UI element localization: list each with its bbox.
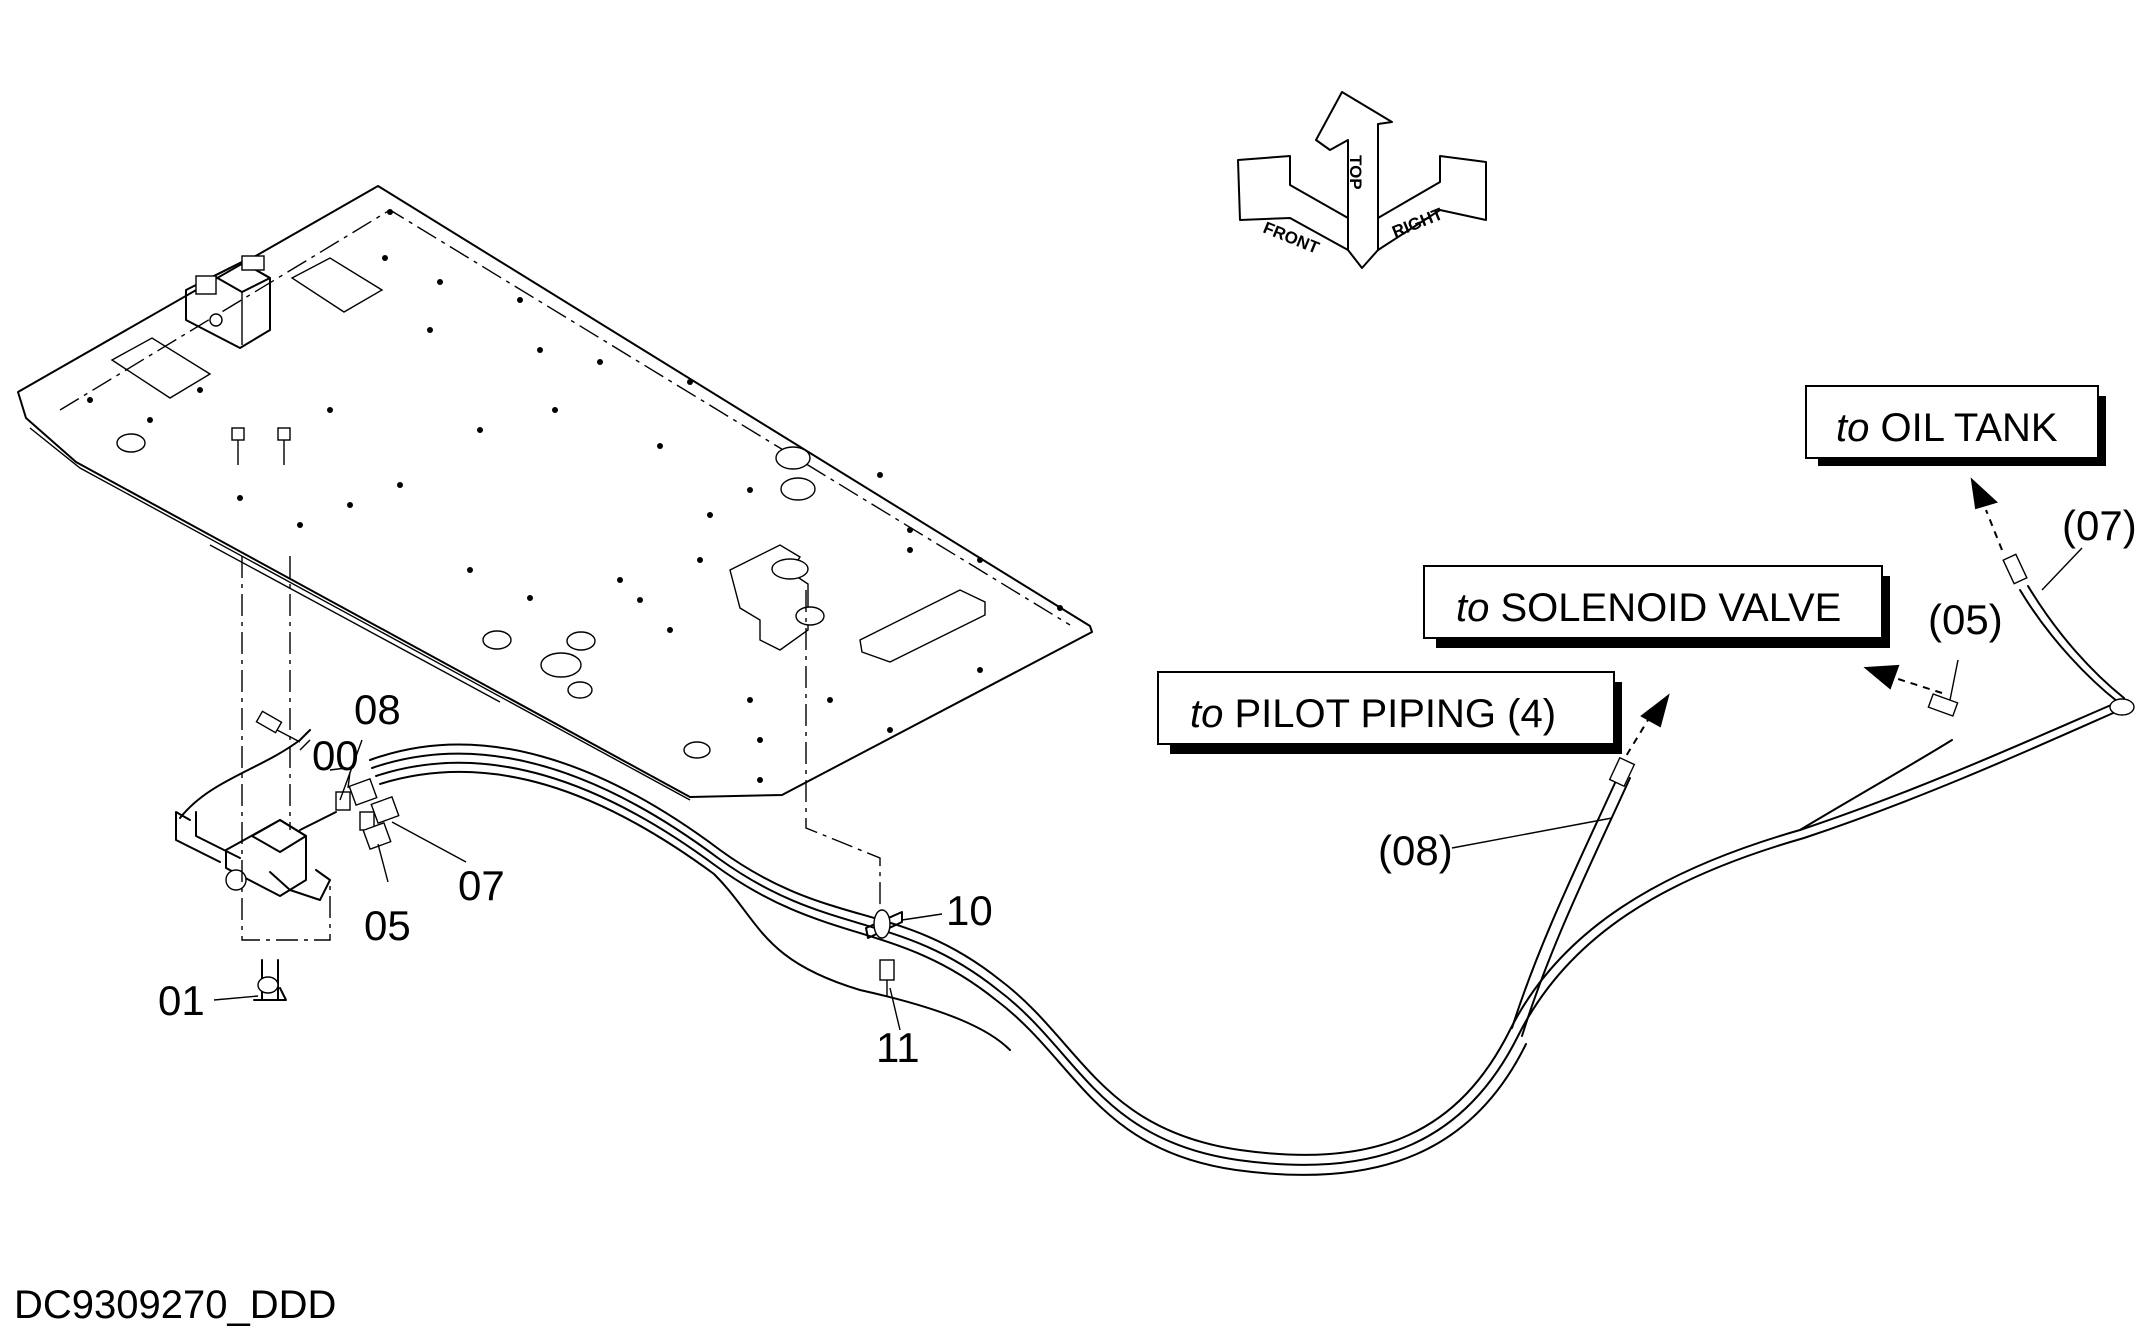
dest-oil-tank-box: to OIL TANK	[1805, 385, 2106, 466]
orientation-top-label: TOP	[1346, 155, 1365, 190]
dest-pilot-piping-prefix: to	[1190, 692, 1223, 736]
orientation-front-label: FRONT	[1261, 218, 1323, 258]
orientation-indicator: FRONT TOP RIGHT	[1237, 91, 1487, 269]
callout-08-remote: (08)	[1378, 827, 1453, 874]
hose-bundle	[369, 553, 2135, 1176]
dest-solenoid-valve-box: to SOLENOID VALVE	[1423, 565, 1890, 648]
callout-11: 11	[876, 1024, 920, 1071]
dest-solenoid-valve-prefix: to	[1456, 586, 1489, 630]
svg-text:to OIL TANK: to OIL TANK	[1836, 406, 2058, 450]
clamp-bolt	[879, 959, 895, 996]
dest-oil-tank-label: OIL TANK	[1880, 406, 2057, 450]
svg-text:to PILOT PIPING (4): to PILOT PIPING (4)	[1190, 692, 1556, 736]
pilot-valve-assembly	[175, 556, 881, 1001]
orientation-right-label: RIGHT	[1389, 204, 1446, 242]
svg-text:to SOLENOID VALVE: to SOLENOID VALVE	[1456, 586, 1841, 630]
callout-01: 01	[158, 977, 205, 1024]
callout-05-remote: (05)	[1928, 596, 2003, 643]
leader-lines	[213, 547, 2083, 1031]
dest-solenoid-valve-label: SOLENOID VALVE	[1500, 586, 1841, 630]
callout-07: 07	[458, 862, 505, 909]
callout-08: 08	[354, 686, 401, 733]
callout-labels: 08 00 07 05 01 10 11 (08) (05) (07)	[158, 502, 2137, 1071]
hose-clamp	[865, 909, 903, 939]
dest-pilot-piping-box: to PILOT PIPING (4)	[1157, 671, 1622, 754]
floor-plate	[17, 185, 1093, 801]
dest-pilot-piping-label: PILOT PIPING (4)	[1234, 692, 1556, 736]
dest-oil-tank-prefix: to	[1836, 406, 1869, 450]
callout-07-remote: (07)	[2062, 502, 2137, 549]
callout-05: 05	[364, 902, 411, 949]
solenoid-valve-block	[185, 255, 271, 349]
callout-00: 00	[312, 732, 359, 779]
direction-arrows	[1619, 477, 2003, 767]
callout-10: 10	[946, 887, 993, 934]
drawing-code: DC9309270_DDD	[14, 1283, 336, 1327]
bolt-holes	[87, 209, 1063, 783]
